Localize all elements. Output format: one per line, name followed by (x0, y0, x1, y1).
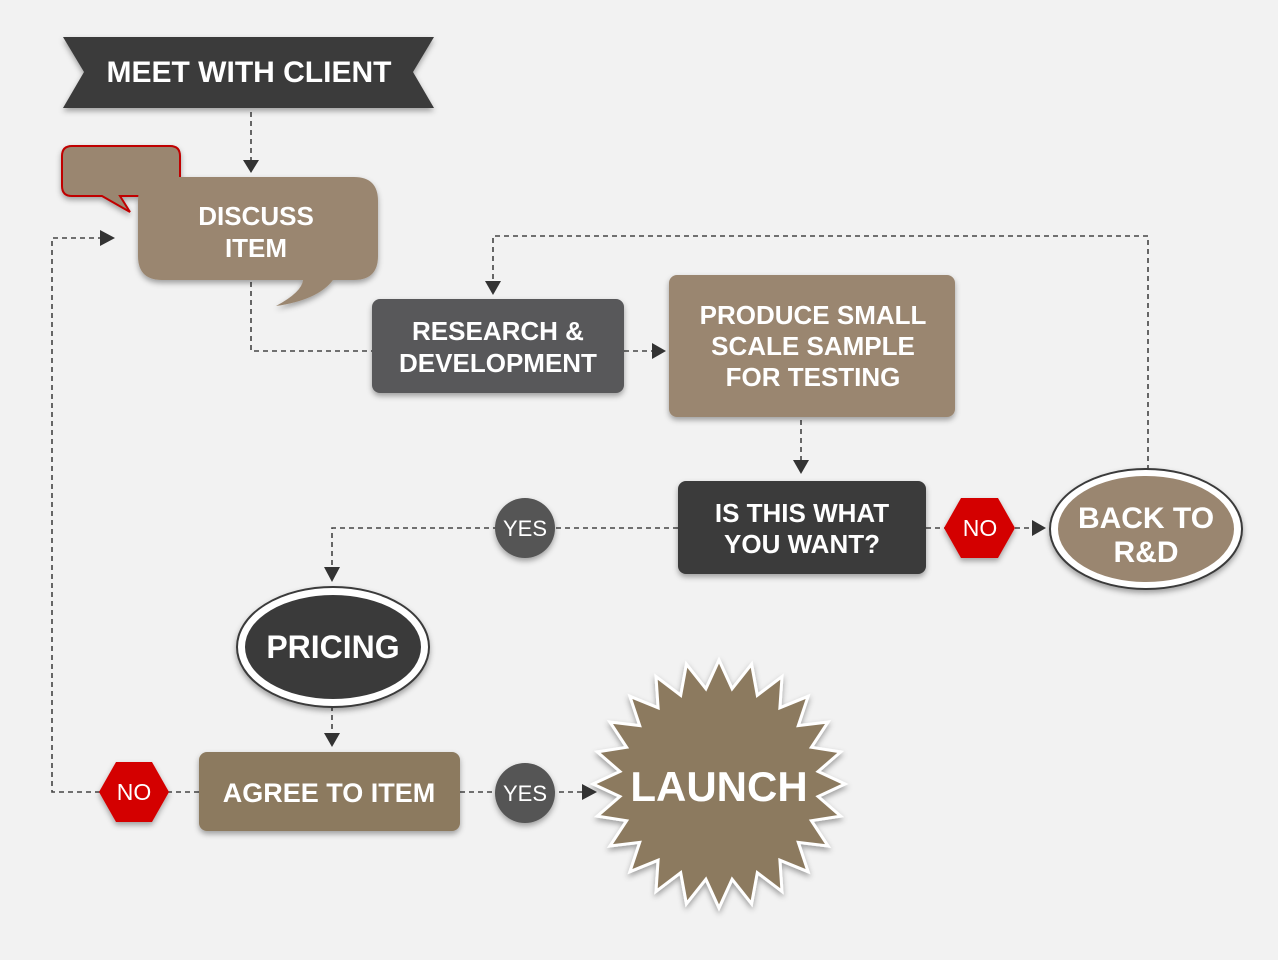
research-development-node: RESEARCH & DEVELOPMENT (372, 299, 624, 393)
launch-starburst-shape (589, 656, 849, 912)
arrow-back-into-discuss (100, 230, 115, 246)
research-label-line1: RESEARCH & (412, 316, 584, 346)
produce-label-line1: PRODUCE SMALL (700, 300, 927, 330)
launch-label: LAUNCH (630, 763, 807, 810)
back-to-rd-node: BACK TO R&D (1049, 468, 1243, 590)
no-badge-back-label: NO (963, 515, 998, 541)
connector-no-to-discuss (51, 237, 101, 793)
arrow-into-launch (582, 784, 597, 800)
arrow-into-back-to-rd (1032, 520, 1046, 536)
meet-with-client-label: MEET WITH CLIENT (107, 56, 392, 89)
discuss-item-label-line2: ITEM (225, 233, 287, 263)
yes-badge-pricing-label: YES (503, 516, 547, 541)
agree-item-label: AGREE TO ITEM (223, 778, 436, 808)
connectors (51, 112, 1149, 800)
discuss-item-node: DISCUSS ITEM (61, 145, 378, 306)
produce-label-line2: SCALE SAMPLE (711, 331, 915, 361)
research-label-line2: DEVELOPMENT (399, 348, 597, 378)
pricing-label: PRICING (266, 629, 399, 665)
large-speech-bubble (138, 177, 378, 306)
produce-sample-node: PRODUCE SMALL SCALE SAMPLE FOR TESTING (669, 275, 955, 417)
arrow-into-research (485, 281, 501, 295)
no-badge-agree-label: NO (117, 779, 152, 805)
decision-box (678, 481, 926, 574)
no-badge-agree: NO (99, 762, 169, 822)
discuss-item-label-line1: DISCUSS (198, 201, 314, 231)
decision-label-line2: YOU WANT? (724, 529, 880, 559)
no-octagon-icon (99, 762, 169, 822)
no-badge-back: NO (944, 498, 1015, 558)
connector-discuss-to-research (250, 282, 372, 352)
meet-with-client-node: MEET WITH CLIENT (63, 37, 434, 108)
arrow-into-produce (652, 343, 666, 359)
yes-circle-icon (495, 763, 555, 823)
arrow-into-agree (324, 733, 340, 747)
arrow-into-question (793, 460, 809, 474)
back-to-rd-label-line1: BACK TO (1078, 502, 1214, 535)
no-octagon-icon (944, 498, 1015, 558)
pricing-node: PRICING (236, 586, 430, 708)
agree-box (199, 752, 460, 831)
agree-item-node: AGREE TO ITEM (199, 752, 460, 831)
produce-label-line3: FOR TESTING (726, 362, 901, 392)
decision-label-line1: IS THIS WHAT (715, 498, 889, 528)
yes-badge-launch-label: YES (503, 781, 547, 806)
launch-node: LAUNCH (589, 656, 849, 912)
arrow-into-pricing (324, 567, 340, 582)
arrow-into-discuss (243, 160, 259, 173)
connector-question-to-pricing (331, 527, 678, 568)
pricing-ellipse (245, 595, 421, 699)
research-box (372, 299, 624, 393)
banner-shape (63, 37, 434, 108)
connector-back-to-research (492, 235, 1149, 470)
yes-badge-pricing: YES (495, 498, 555, 558)
back-to-rd-ellipse (1058, 476, 1234, 582)
yes-circle-icon (495, 498, 555, 558)
produce-box (669, 275, 955, 417)
decision-node: IS THIS WHAT YOU WANT? (678, 481, 926, 574)
yes-badge-launch: YES (495, 763, 555, 823)
back-to-rd-label-line2: R&D (1114, 536, 1179, 569)
